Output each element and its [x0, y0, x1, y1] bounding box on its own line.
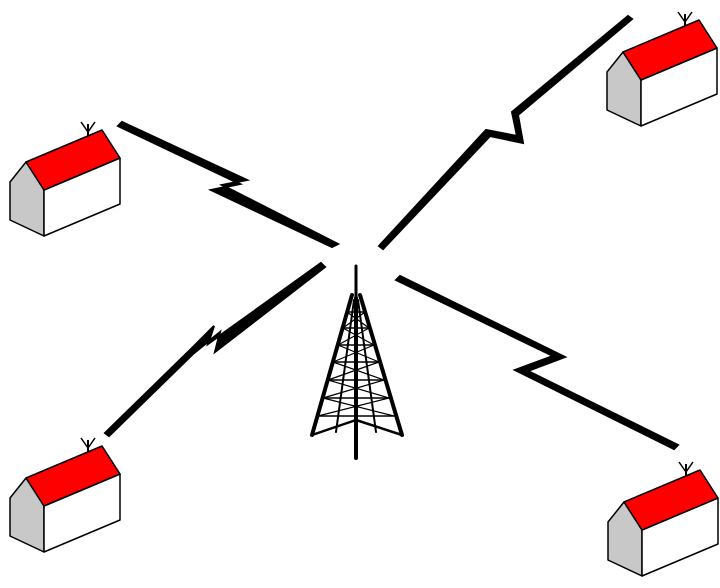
lightning-signal-icon	[394, 274, 680, 451]
signal-link-top-left	[116, 120, 341, 249]
house-top-right	[606, 11, 718, 127]
lightning-signal-icon	[116, 120, 341, 249]
lightning-signal-icon	[103, 261, 327, 438]
house-with-antenna-icon	[607, 461, 719, 577]
transmission-tower	[310, 264, 404, 460]
house-top-left	[9, 121, 121, 237]
house-with-antenna-icon	[606, 11, 718, 127]
house-with-antenna-icon	[9, 121, 121, 237]
house-bottom-right	[607, 461, 719, 577]
signal-link-bottom-left	[103, 261, 327, 438]
house-bottom-left	[9, 437, 121, 553]
transmission-tower-icon	[310, 264, 404, 460]
house-with-antenna-icon	[9, 437, 121, 553]
lightning-signal-icon	[377, 14, 634, 251]
signal-link-top-right	[377, 14, 634, 251]
signal-link-bottom-right	[394, 274, 680, 451]
